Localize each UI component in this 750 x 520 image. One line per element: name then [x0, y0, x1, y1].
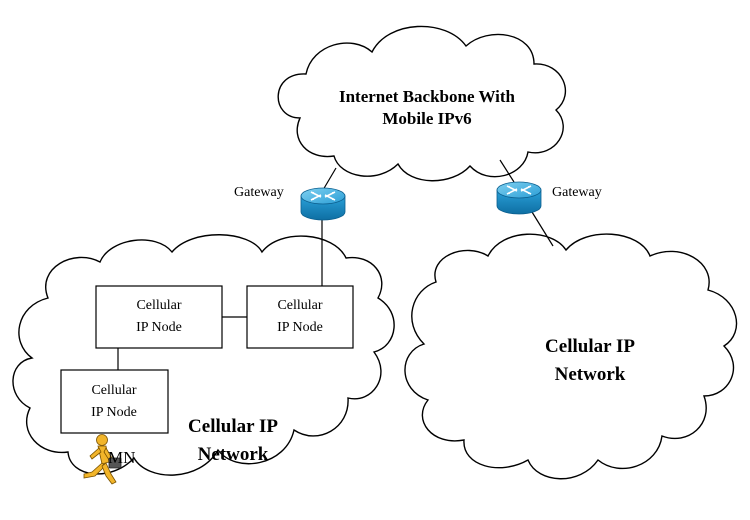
- node-2-line1: Cellular: [277, 298, 322, 313]
- right-network-label-line2: Network: [555, 364, 626, 385]
- cellular-ip-node-2: Cellular IP Node: [246, 285, 354, 349]
- gateway-router-right-icon: [496, 181, 542, 215]
- node-3-line1: Cellular: [91, 383, 136, 398]
- backbone-title-line2: Mobile IPv6: [382, 109, 471, 128]
- cellular-ip-node-1: Cellular IP Node: [95, 285, 223, 349]
- link-gateway-right-to-backbone: [499, 159, 515, 183]
- cellular-ip-node-3: Cellular IP Node: [60, 369, 169, 434]
- gateway-right-label: Gateway: [552, 185, 602, 200]
- mobile-node-label: MN: [108, 448, 135, 467]
- node-2-line2: IP Node: [277, 320, 323, 335]
- gateway-left-label: Gateway: [234, 185, 284, 200]
- node-3-line2: IP Node: [91, 405, 137, 420]
- right-network-label-line1: Cellular IP: [545, 336, 635, 357]
- left-network-label-line1: Cellular IP: [188, 416, 278, 437]
- node-1-line2: IP Node: [136, 320, 182, 335]
- backbone-title-line1: Internet Backbone With: [339, 87, 516, 106]
- node-1-line1: Cellular: [136, 298, 181, 313]
- left-cellular-cloud: [12, 234, 395, 476]
- left-network-label-line2: Network: [198, 444, 269, 465]
- link-gateway-left-to-backbone: [322, 167, 337, 191]
- mobile-node-person-icon: [83, 434, 122, 485]
- link-gateway-right-to-network: [531, 211, 554, 247]
- internet-backbone-cloud: [277, 25, 567, 182]
- gateway-router-left-icon: [300, 187, 346, 221]
- right-cellular-cloud: [404, 233, 738, 480]
